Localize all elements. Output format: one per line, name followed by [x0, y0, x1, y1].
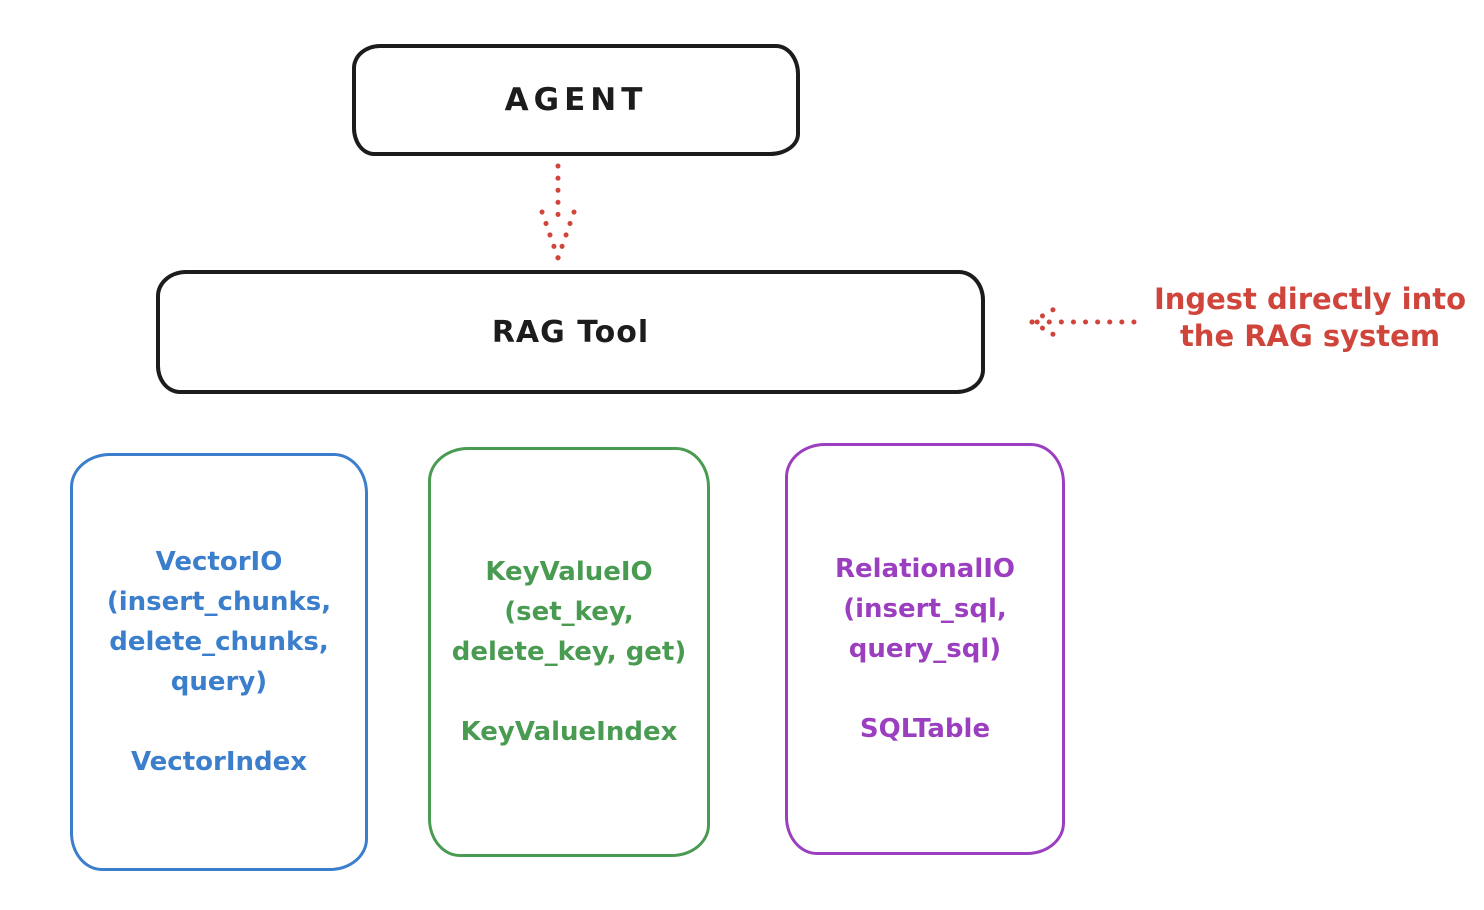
rag-tool-label: RAG Tool — [491, 314, 650, 350]
io-line: VectorIO — [155, 547, 283, 577]
ingest-annotation: Ingest directly into the RAG system — [1140, 281, 1480, 355]
io-line: (insert_sql, — [843, 594, 1007, 624]
io-line: delete_key, get) — [451, 637, 687, 667]
vector-io-text: VectorIO (insert_chunks, delete_chunks, … — [73, 542, 365, 782]
io-line: KeyValueIO — [485, 557, 653, 587]
sql-table-label: SQLTable — [859, 714, 991, 744]
ingest-annotation-line2: the RAG system — [1179, 319, 1441, 353]
ingest-annotation-line1: Ingest directly into — [1153, 282, 1467, 316]
keyvalue-io-text: KeyValueIO (set_key, delete_key, get) Ke… — [431, 552, 707, 752]
keyvalue-index-label: KeyValueIndex — [460, 717, 678, 747]
vector-io-box: VectorIO (insert_chunks, delete_chunks, … — [70, 453, 368, 871]
agent-label: AGENT — [504, 82, 648, 118]
agent-box: AGENT — [352, 44, 800, 156]
ingest-arrow — [1029, 305, 1137, 339]
rag-tool-box: RAG Tool — [156, 270, 985, 394]
io-line: (set_key, — [504, 597, 634, 627]
io-line: RelationalIO — [834, 554, 1016, 584]
relational-io-text: RelationalIO (insert_sql, query_sql) SQL… — [788, 549, 1062, 749]
keyvalue-io-box: KeyValueIO (set_key, delete_key, get) Ke… — [428, 447, 710, 857]
vector-index-label: VectorIndex — [130, 747, 308, 777]
io-line: query_sql) — [848, 634, 1002, 664]
io-line: (insert_chunks, — [106, 587, 332, 617]
relational-io-box: RelationalIO (insert_sql, query_sql) SQL… — [785, 443, 1065, 855]
io-line: query) — [170, 667, 268, 697]
io-line: delete_chunks, — [109, 627, 329, 657]
agent-to-rag-arrow — [539, 163, 577, 261]
